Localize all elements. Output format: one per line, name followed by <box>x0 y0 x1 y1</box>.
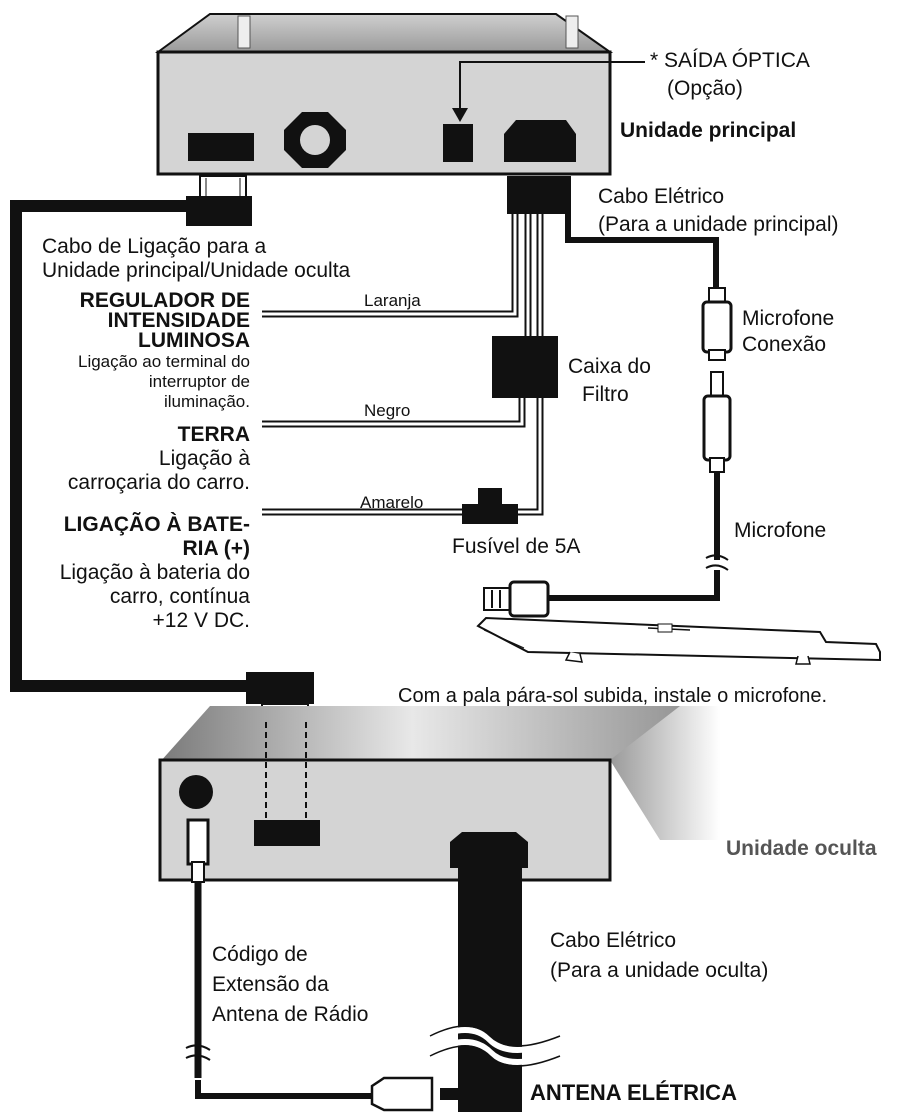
antenna-jack <box>179 775 213 809</box>
ground-title: TERRA <box>177 423 250 446</box>
battery-title-2: RIA (+) <box>182 537 250 560</box>
power-cable-hidden-label-2: (Para a unidade oculta) <box>550 959 769 982</box>
power-cable-hidden-label-1: Cabo Elétrico <box>550 929 677 952</box>
microphone-assembly <box>483 287 733 618</box>
power-cable-main-label-1: Cabo Elétrico <box>598 185 725 208</box>
antenna-ext-label-1: Código de <box>212 943 308 966</box>
main-unit-port-left <box>188 133 254 161</box>
main-unit-round-port <box>284 112 346 168</box>
sunvisor-note: Com a pala pára-sol subida, instale o mi… <box>398 685 828 707</box>
mic-label: Microfone <box>734 519 827 542</box>
link-cable-label-2: Unidade principal/Unidade oculta <box>42 259 351 282</box>
battery-desc-3: +12 V DC. <box>152 609 250 632</box>
dimmer-desc-3: iluminação. <box>164 392 250 411</box>
power-antenna-label: ANTENA ELÉTRICA <box>530 1080 737 1105</box>
battery-desc-1: Ligação à bateria do <box>59 561 250 584</box>
mic-connector-label-2: Conexão <box>742 333 827 356</box>
optical-out-option-label: (Opção) <box>667 77 743 100</box>
dimmer-desc-1: Ligação ao terminal do <box>77 352 250 371</box>
link-cable <box>10 175 314 723</box>
battery-title-1: LIGAÇÃO À BATE- <box>63 513 250 536</box>
antenna-ext-label-3: Antena de Rádio <box>212 1003 369 1026</box>
power-harness <box>262 176 719 524</box>
wire-orange-label: Laranja <box>364 291 421 310</box>
power-cable-main-label-2: (Para a unidade principal) <box>598 213 839 236</box>
wire-yellow-label: Amarelo <box>360 493 424 512</box>
main-unit <box>154 13 645 176</box>
hidden-unit <box>158 706 720 882</box>
ground-desc-2: carroçaria do carro. <box>67 471 250 494</box>
fuse-label: Fusível de 5A <box>452 535 581 558</box>
mic-plug <box>483 580 550 618</box>
dimmer-desc-2: interruptor de <box>148 372 250 391</box>
main-unit-power-socket <box>504 120 576 162</box>
hidden-unit-power-socket <box>450 832 528 868</box>
dimmer-title-3: LUMINOSA <box>138 329 250 352</box>
ground-desc-1: Ligação à <box>158 447 250 470</box>
optical-out-label: * SAÍDA ÓPTICA <box>650 49 810 72</box>
sun-visor <box>476 616 881 665</box>
optical-out-port <box>443 124 473 162</box>
filter-box-label-1: Caixa do <box>568 355 651 378</box>
hidden-unit-label: Unidade oculta <box>726 837 877 860</box>
main-unit-label: Unidade principal <box>620 119 797 142</box>
mic-connector-label-1: Microfone <box>742 307 835 330</box>
filter-box-label-2: Filtro <box>582 383 629 406</box>
link-cable-label-1: Cabo de Ligação para a <box>42 235 267 258</box>
wire-black-label: Negro <box>364 401 411 420</box>
hidden-unit-link-socket <box>254 820 320 846</box>
hidden-power-cable <box>428 868 562 1112</box>
antenna-ext-label-2: Extensão da <box>212 973 329 996</box>
dimmer-title-2: INTENSIDADE <box>107 309 250 332</box>
battery-desc-2: carro, contínua <box>109 585 250 608</box>
dimmer-title-1: REGULADOR DE <box>79 289 250 312</box>
fuse <box>462 488 518 524</box>
filter-box <box>492 336 558 398</box>
